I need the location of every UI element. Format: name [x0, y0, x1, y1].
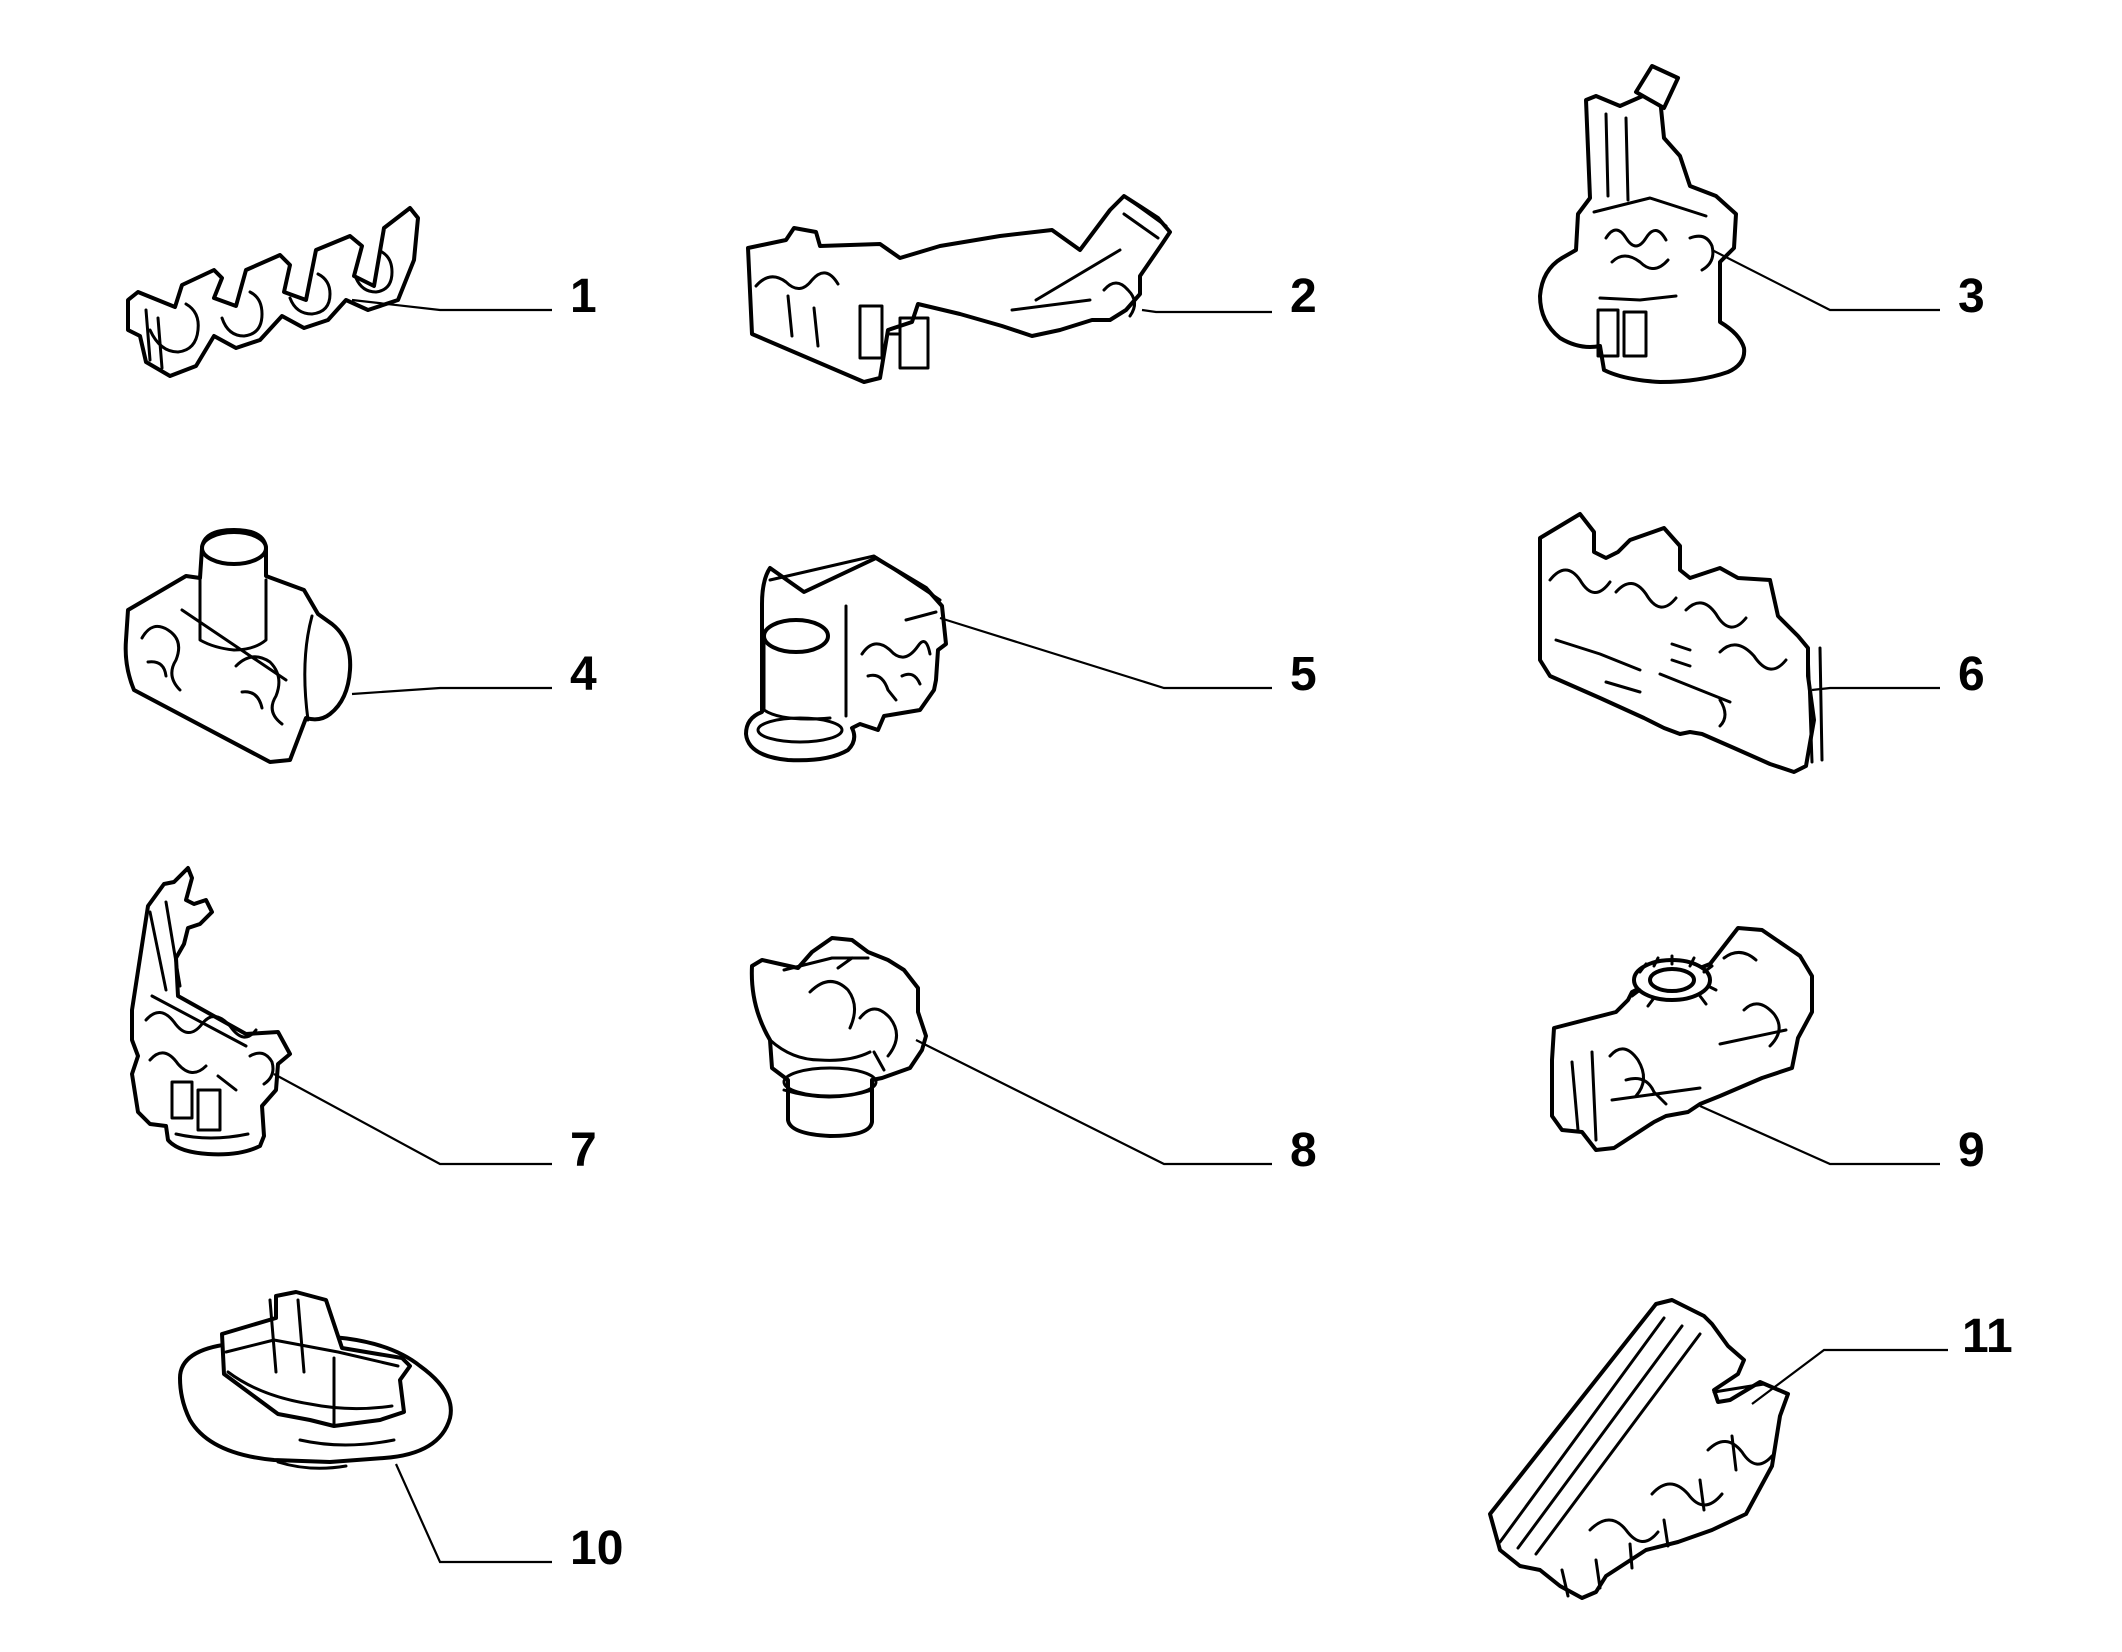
callout-3: 3: [1958, 270, 1985, 323]
part-5-clip-with-stud: 5: [744, 554, 1317, 763]
part-3-tall-clip-with-disc: 3: [1538, 64, 1985, 384]
callout-5: 5: [1290, 648, 1317, 701]
part-4-double-clip-with-boss: 4: [123, 528, 597, 764]
leader-line-3: [1711, 249, 1940, 312]
callout-1: 1: [570, 270, 597, 323]
leader-line-7: [273, 1073, 552, 1166]
callout-2: 2: [1290, 270, 1317, 323]
part-8-round-clip: 8: [749, 936, 1317, 1177]
callout-10: 10: [570, 1522, 623, 1575]
part-10-oval-base-clip: 10: [178, 1290, 623, 1575]
callout-9: 9: [1958, 1124, 1985, 1177]
part-7-clip-with-arm: 7: [130, 866, 597, 1177]
leader-line-2: [1141, 308, 1272, 314]
leader-line-1: [351, 298, 552, 312]
callout-8: 8: [1290, 1124, 1317, 1177]
callout-11: 11: [1962, 1310, 2013, 1363]
leader-line-8: [915, 1039, 1272, 1166]
callout-6: 6: [1958, 648, 1985, 701]
leader-line-4: [351, 686, 552, 696]
callout-4: 4: [570, 648, 597, 701]
leader-line-9: [1699, 1104, 1940, 1166]
leader-line-5: [939, 616, 1272, 690]
part-9-clip-with-star-washer: 9: [1550, 926, 1985, 1177]
part-2-long-bracket-clip: 2: [746, 194, 1317, 384]
leader-line-11: [1751, 1348, 1948, 1405]
part-11-angled-triple-clip: 11: [1488, 1298, 2013, 1600]
leader-line-6: [1811, 686, 1940, 692]
leader-line-10: [394, 1463, 552, 1564]
callout-7: 7: [570, 1124, 597, 1177]
part-6-triple-clip-rail: 6: [1538, 512, 1985, 774]
part-1-multi-pipe-clip: 1: [126, 206, 597, 378]
